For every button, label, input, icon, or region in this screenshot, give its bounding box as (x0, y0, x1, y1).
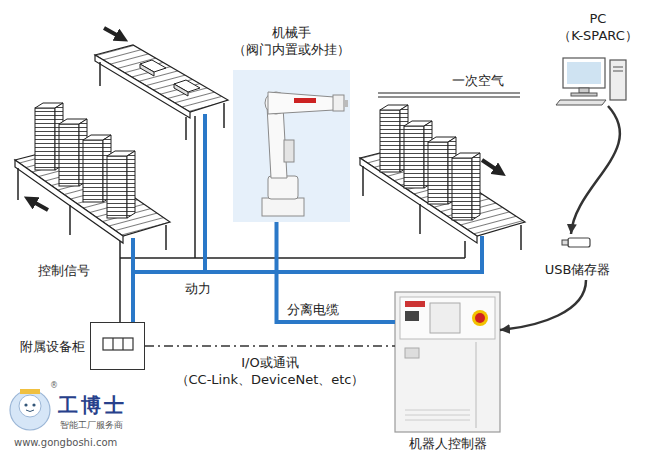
illustration-path (104, 28, 122, 38)
illustration-line (165, 225, 167, 250)
illustration-line (131, 270, 484, 274)
illustration-rect (563, 58, 605, 88)
illustration-line (419, 204, 421, 234)
node-text: PC （K-SPARC） (557, 10, 640, 44)
illustration-line (122, 338, 123, 350)
illustration-line (185, 117, 187, 140)
air-supply-label: 一次空气 (452, 72, 504, 89)
illustration-rect (405, 348, 419, 358)
node-text: 机械手 （阀门内置或外挂） (231, 24, 352, 58)
illustration-polygon (95, 45, 228, 112)
separation-cable (277, 222, 396, 322)
illustration-line (119, 241, 121, 322)
illustration-circle (19, 395, 41, 417)
illustration-line (464, 241, 466, 258)
illustration-rect (571, 93, 597, 96)
power-label: 动力 (185, 280, 211, 297)
robot-node: 机械手 （阀门内置或外挂） (227, 22, 356, 222)
illustration-circle (475, 313, 485, 323)
illustration-line (69, 205, 71, 235)
illustration-rect (579, 88, 589, 93)
illustration-rect (103, 338, 133, 350)
illustration-line (613, 67, 623, 68)
node-text: USB储存器 (511, 261, 644, 278)
illustration-rect (262, 198, 304, 216)
illustration-line (613, 71, 623, 72)
illustration-rect (568, 238, 590, 247)
illustration-line (99, 62, 101, 86)
illustration-line (378, 96, 520, 97)
edge-label: 分离电缆 (287, 301, 339, 318)
illustration-circle (32, 403, 35, 406)
node-text: 机器人控制器 (375, 435, 520, 452)
illustration-rect (562, 240, 568, 245)
illustration-line (378, 92, 520, 93)
illustration-use (107, 151, 135, 218)
illustration-line (131, 238, 135, 322)
illustration-rect (284, 140, 294, 162)
illustration-path (30, 200, 48, 210)
illustration-rect (405, 311, 419, 321)
equipment-cabinet: 附属设备柜 (90, 322, 145, 370)
robot-controller: 机器人控制器 (395, 292, 500, 432)
illustration-rect (567, 62, 601, 84)
illustration-line (194, 116, 196, 258)
illustration-circle (24, 403, 27, 406)
computer-node: PC （K-SPARC） (548, 8, 648, 106)
watermark-url: www.gongboshi.com (14, 436, 117, 449)
illustration-polygon (174, 84, 188, 96)
illustration-rect (400, 297, 495, 339)
illustration-use (452, 153, 480, 220)
illustration-line (120, 257, 465, 259)
illustration-line (476, 342, 477, 428)
registered-mark: ® (50, 381, 58, 391)
node-text: 附属设备柜 (20, 338, 85, 355)
illustration-line (520, 225, 522, 250)
usb-storage-node: USB储存器 (511, 234, 644, 280)
illustration-circle (10, 390, 50, 430)
illustration-rect (268, 176, 298, 199)
illustration-line (203, 114, 207, 272)
illustration-line (405, 420, 470, 421)
illustration-polygon (95, 55, 190, 118)
transfer-arrow (500, 280, 586, 330)
signal-label: 控制信号 (38, 262, 90, 279)
illustration-rect (430, 303, 460, 333)
illustration-path (482, 160, 500, 172)
illustration-line (112, 338, 113, 350)
watermark-brand: 工博士 (58, 392, 127, 418)
illustration-rect (20, 389, 40, 394)
illustration-line (17, 168, 19, 200)
illustration-polygon (140, 64, 154, 76)
illustration-rect (233, 70, 350, 222)
watermark-slogan: 智能工厂服务商 (60, 419, 123, 431)
illustration-rect (333, 95, 344, 111)
illustration-rect (343, 100, 348, 107)
transfer-arrow (571, 106, 620, 234)
illustration-circle (472, 310, 488, 326)
illustration-rect (405, 301, 425, 307)
illustration-rect (294, 98, 316, 103)
illustration-rect (610, 60, 626, 100)
illustration-rect (395, 292, 500, 432)
illustration-path (26, 410, 34, 412)
illustration-line (362, 166, 364, 196)
illustration-line (405, 415, 470, 416)
illustration-line (405, 410, 470, 411)
illustration-line (480, 236, 484, 274)
illustration-line (223, 103, 225, 128)
edge-label: I/O或通讯 （CC-Link、DeviceNet、etc） (174, 354, 366, 388)
io-link (145, 345, 395, 347)
illustration-polygon (268, 92, 334, 114)
illustration-polygon (556, 100, 606, 105)
